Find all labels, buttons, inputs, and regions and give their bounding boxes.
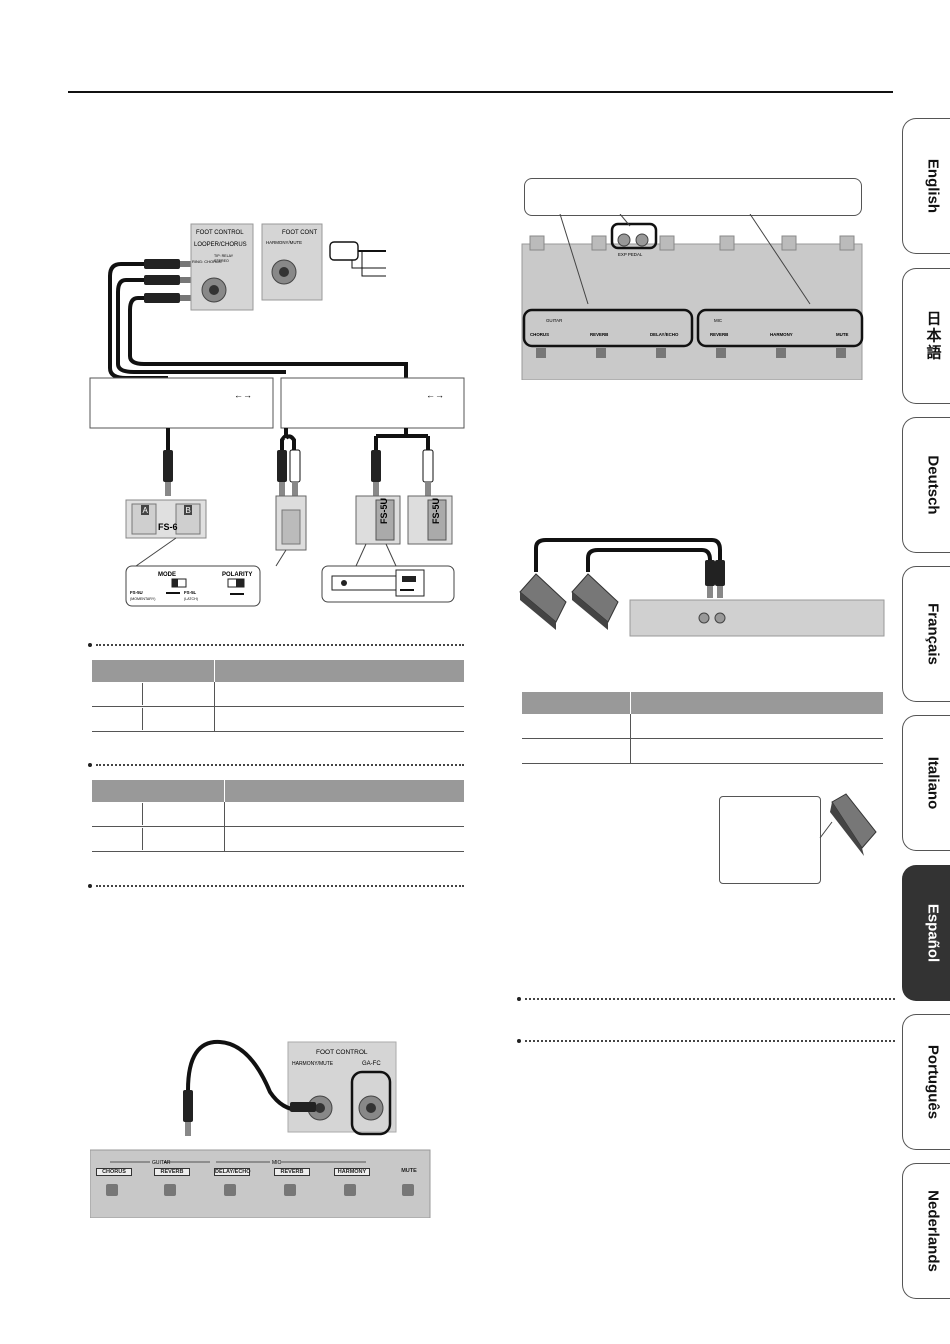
- svg-text:FS-5U: FS-5U: [379, 498, 389, 524]
- footswitch: [224, 1184, 236, 1196]
- tab-deutsch[interactable]: Deutsch: [902, 417, 950, 553]
- svg-text:REVERB: REVERB: [590, 332, 608, 337]
- tab-nederlands[interactable]: Nederlands: [902, 1163, 950, 1299]
- section-divider: [525, 1040, 895, 1042]
- button-label-mute: MUTE: [401, 1168, 417, 1174]
- tab-english[interactable]: English: [902, 118, 950, 254]
- svg-text:←→: ←→: [234, 390, 252, 400]
- callout-box: [524, 178, 862, 216]
- section-bullet: [517, 1039, 521, 1043]
- section-divider: [96, 885, 464, 887]
- expression-pedal-illustration: [819, 793, 877, 856]
- tab-portugues[interactable]: Português: [902, 1014, 950, 1150]
- foot-control-panel: FOOT CONTROL LOOPER/CHORUS TIP: RELAY ST…: [190, 223, 254, 311]
- tab-francais[interactable]: Français: [902, 566, 950, 702]
- section-bullet: [517, 997, 521, 1001]
- svg-text:TIP: RELAY: TIP: RELAY: [214, 254, 234, 258]
- svg-text:FS-5U: FS-5U: [431, 498, 441, 524]
- svg-text:POLARITY: POLARITY: [222, 572, 252, 578]
- svg-text:DELAY/ECHO: DELAY/ECHO: [650, 332, 679, 337]
- svg-text:HARMONY/MUTE: HARMONY/MUTE: [292, 1061, 334, 1067]
- svg-text:MUTE: MUTE: [836, 332, 849, 337]
- svg-text:MODE: MODE: [158, 572, 176, 578]
- note-box: [719, 796, 821, 884]
- trs-plug-detail: [329, 241, 386, 277]
- underside-view-box: [321, 565, 455, 603]
- mode-polarity-box: MODE FS-5U (MOMENTARY) FS-5L (LATCH) POL…: [125, 565, 261, 607]
- ring-chorus-label: RING: CHORUS: [192, 259, 222, 264]
- fs5u-footswitch-1: FS-5U: [355, 495, 401, 545]
- svg-text:GUITAR: GUITAR: [152, 1160, 171, 1166]
- button-label-chorus: CHORUS: [96, 1168, 132, 1176]
- svg-text:FS-6: FS-6: [158, 522, 178, 532]
- tab-italiano[interactable]: Italiano: [902, 715, 950, 851]
- button-label-reverb: REVERB: [154, 1168, 190, 1176]
- svg-text:EXP PEDAL: EXP PEDAL: [618, 252, 643, 257]
- cable-box-left: [89, 377, 274, 429]
- header-rule: [68, 91, 893, 93]
- button-label-harmony: HARMONY: [334, 1168, 370, 1176]
- settings-table-1: [91, 660, 464, 732]
- tab-espanol[interactable]: Español: [902, 865, 950, 1001]
- section-divider: [96, 764, 464, 766]
- svg-text:(MOMENTARY): (MOMENTARY): [130, 597, 155, 601]
- cable-box-right: [280, 377, 465, 429]
- svg-text:B: B: [186, 506, 191, 515]
- svg-text:GA-FC: GA-FC: [362, 1061, 381, 1067]
- section-bullet: [88, 884, 92, 888]
- footswitch-connection-diagram: FOOT CONTROL LOOPER/CHORUS TIP: RELAY ST…: [89, 223, 465, 607]
- svg-text:HARMONY: HARMONY: [770, 332, 793, 337]
- fs5u-footswitch-2: FS-5U: [407, 495, 453, 545]
- exp-pedal-highlight: [610, 222, 658, 250]
- settings-table-2: [91, 780, 464, 852]
- svg-text:(LATCH): (LATCH): [184, 597, 198, 601]
- expression-pedal-2: [571, 573, 619, 630]
- dual-footswitch: [275, 495, 307, 551]
- svg-text:STEREO: STEREO: [214, 259, 229, 263]
- section-bullet: [88, 763, 92, 767]
- button-label-mic-reverb: REVERB: [274, 1168, 310, 1176]
- section-divider: [96, 644, 464, 646]
- pedal-settings-table: [521, 692, 883, 764]
- svg-text:REVERB: REVERB: [710, 332, 728, 337]
- footswitch: [164, 1184, 176, 1196]
- looper-chorus-label: LOOPER/CHORUS: [194, 242, 247, 248]
- footswitch: [106, 1184, 118, 1196]
- expression-pedal-1: [519, 573, 567, 630]
- svg-text:FS-5L: FS-5L: [184, 590, 197, 595]
- svg-text:FS-5U: FS-5U: [130, 590, 143, 595]
- svg-text:CHORUS: CHORUS: [530, 332, 549, 337]
- button-label-delay-echo: DELAY/ECHO: [214, 1168, 251, 1176]
- svg-text:FOOT CONTROL: FOOT CONTROL: [316, 1049, 368, 1056]
- svg-text:HARMONY/MUTE: HARMONY/MUTE: [266, 240, 302, 245]
- unit-top-view-diagram: EXP PEDAL GUITAR MIC CHORUS REVERB DELAY…: [521, 214, 864, 380]
- svg-text:←→: ←→: [426, 390, 444, 400]
- footswitch: [344, 1184, 356, 1196]
- svg-text:FOOT CONT: FOOT CONT: [282, 230, 318, 236]
- svg-text:GUITAR: GUITAR: [546, 318, 562, 323]
- tab-japanese[interactable]: 日本語: [902, 268, 950, 404]
- footswitch: [284, 1184, 296, 1196]
- section-bullet: [88, 643, 92, 647]
- svg-text:A: A: [143, 506, 149, 515]
- mic-group-highlight: [696, 308, 864, 348]
- expression-pedal-diagram: [519, 538, 885, 637]
- ga-fc-unit-buttons: CHORUS REVERB DELAY/ECHO REVERB HARMONY …: [90, 1168, 430, 1218]
- footswitch: [402, 1184, 414, 1196]
- svg-text:MIC: MIC: [714, 318, 722, 323]
- ga-fc-connection-diagram: FOOT CONTROL HARMONY/MUTE GA-FC GUITAR M…: [90, 1039, 431, 1218]
- fs6-footswitch: A B FS-6: [125, 499, 207, 539]
- section-divider: [525, 998, 895, 1000]
- ga-fc-highlight: [350, 1070, 392, 1136]
- svg-text:MIC: MIC: [272, 1160, 282, 1166]
- guitar-group-highlight: [522, 308, 694, 348]
- foot-control-title: FOOT CONTROL: [196, 230, 244, 236]
- harmony-mute-panel: FOOT CONT HARMONY/MUTE: [261, 223, 323, 301]
